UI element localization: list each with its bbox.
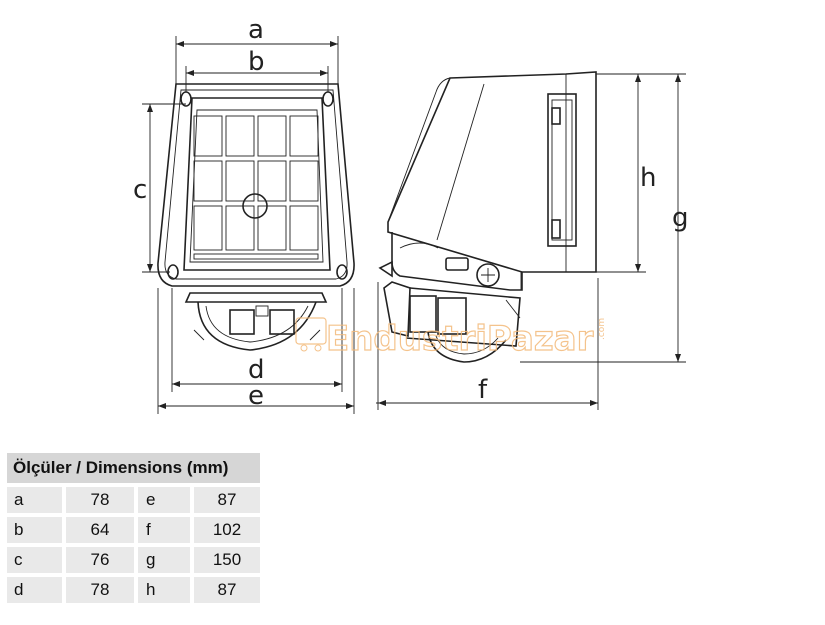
row-value: 64 (66, 517, 138, 543)
label-c: c (133, 175, 147, 205)
row-value: 102 (194, 517, 260, 543)
table-row: c 76 g 150 (7, 547, 260, 573)
row-value: 78 (66, 577, 138, 603)
row-key: f (138, 517, 194, 543)
row-value: 76 (66, 547, 138, 573)
side-dimensions: f h g (376, 73, 689, 410)
row-key: h (138, 577, 194, 603)
row-key: g (138, 547, 194, 573)
front-dimensions: a b c d e (133, 15, 355, 414)
table-row: b 64 f 102 (7, 517, 260, 543)
row-value: 150 (194, 547, 260, 573)
side-view (378, 71, 597, 363)
label-e: e (248, 381, 264, 411)
row-key: d (7, 577, 66, 603)
row-key: a (7, 487, 66, 513)
watermark-text: EndustriPazar (326, 319, 594, 359)
row-key: b (7, 517, 66, 543)
dimensions-table: Ölçüler / Dimensions (mm) a 78 e 87 b 64… (7, 449, 260, 607)
row-value: 78 (66, 487, 138, 513)
row-value: 87 (194, 577, 260, 603)
watermark-suffix: .com (597, 318, 607, 340)
label-f: f (478, 375, 488, 405)
table-row: a 78 e 87 (7, 487, 260, 513)
row-key: c (7, 547, 66, 573)
technical-drawing: a b c d e (133, 15, 689, 414)
label-g: g (672, 203, 689, 233)
front-view (157, 83, 355, 351)
label-b: b (248, 47, 265, 77)
table-row: d 78 h 87 (7, 577, 260, 603)
watermark-logo: EndustriPazar .com (295, 317, 607, 360)
row-value: 87 (194, 487, 260, 513)
table-header: Ölçüler / Dimensions (mm) (7, 453, 260, 483)
label-a: a (248, 15, 264, 45)
row-key: e (138, 487, 194, 513)
label-h: h (640, 163, 656, 193)
label-d: d (248, 355, 265, 385)
